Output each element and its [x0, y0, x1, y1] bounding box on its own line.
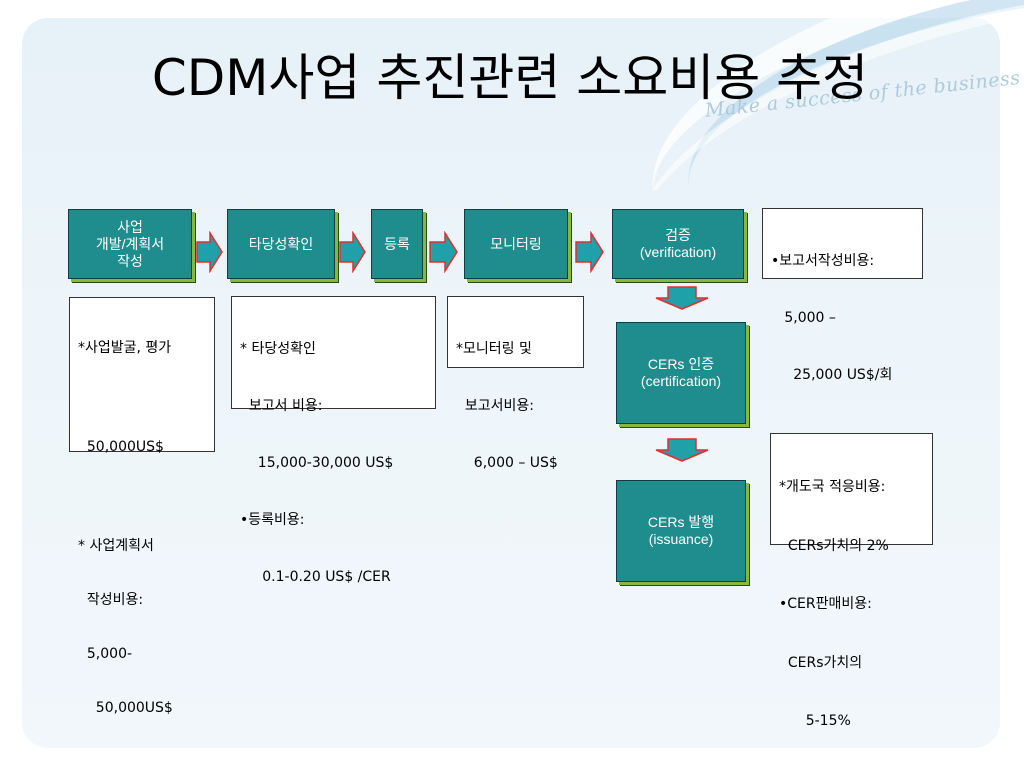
note-validation-cost: * 타당성확인 보고서 비용: 15,000-30,000 US$ •등록비용:… — [231, 296, 436, 585]
arrow-right-icon — [429, 231, 458, 273]
step-label: CERs 인증 (certification) — [640, 356, 722, 389]
note-line: 보고서 비용: — [240, 398, 323, 414]
note-line: 5,000 – — [771, 310, 836, 326]
note-line: * 사업계획서 — [78, 538, 154, 554]
note-line: * 타당성확인 — [240, 341, 316, 357]
step-project-development: 사업 개발/계획서 작성 — [68, 209, 192, 279]
note-line: 6,000 – US$ — [456, 455, 558, 471]
note-line: *모니터링 및 — [456, 341, 532, 357]
note-monitoring-cost: *모니터링 및 보고서비용: 6,000 – US$ — [447, 296, 584, 471]
slide-title: CDM사업 추진관련 소요비용 추정 — [151, 49, 869, 107]
note-line: 0.1-0.20 US$ /CER — [240, 569, 391, 585]
note-line: 5,000- — [78, 646, 133, 662]
note-line: CERs가치의 2% — [779, 537, 889, 554]
note-line — [78, 492, 206, 501]
note-line: *사업발굴, 평가 — [78, 340, 172, 356]
note-line: •등록비용: — [240, 512, 305, 528]
step-label: 타당성확인 — [248, 235, 314, 252]
arrow-right-icon — [339, 231, 366, 273]
note-line: 50,000US$ — [78, 439, 164, 455]
step-monitoring: 모니터링 — [464, 209, 568, 279]
step-label: CERs 발행 (issuance) — [647, 514, 715, 547]
note-line: CERs가치의 — [779, 654, 863, 671]
step-registration: 등록 — [371, 209, 423, 279]
step-label: 사업 개발/계획서 작성 — [95, 218, 165, 269]
step-certification: CERs 인증 (certification) — [616, 322, 746, 424]
note-line: *개도국 적응비용: — [779, 479, 886, 495]
arrow-down-icon — [655, 286, 709, 310]
step-label: 모니터링 — [490, 235, 542, 252]
arrow-right-icon — [196, 231, 223, 273]
note-line: 15,000-30,000 US$ — [240, 455, 394, 471]
note-line: •보고서작성비용: — [771, 253, 875, 269]
note-verification-cost: •보고서작성비용: 5,000 – 25,000 US$/회 — [762, 208, 923, 383]
arrow-right-icon — [575, 231, 604, 273]
arrow-down-icon — [655, 438, 709, 462]
note-line: 25,000 US$/회 — [771, 367, 893, 383]
step-validation: 타당성확인 — [227, 209, 335, 279]
note-line: 5-15% — [779, 713, 851, 729]
note-issuance-cost: *개도국 적응비용: CERs가치의 2% •CER판매비용: CERs가치의 … — [770, 433, 933, 729]
step-label: 등록 — [384, 235, 410, 252]
note-line: •CER판매비용: — [779, 596, 872, 612]
note-development-cost: *사업발굴, 평가 50,000US$ * 사업계획서 작성비용: 5,000-… — [69, 297, 215, 716]
step-label: 검증 (verification) — [639, 227, 717, 260]
step-issuance: CERs 발행 (issuance) — [616, 480, 746, 582]
note-line: 작성비용: — [78, 592, 144, 608]
note-line: 보고서비용: — [456, 398, 535, 414]
note-line: 50,000US$ — [78, 700, 173, 716]
note-line — [78, 393, 206, 402]
step-verification: 검증 (verification) — [612, 209, 744, 279]
